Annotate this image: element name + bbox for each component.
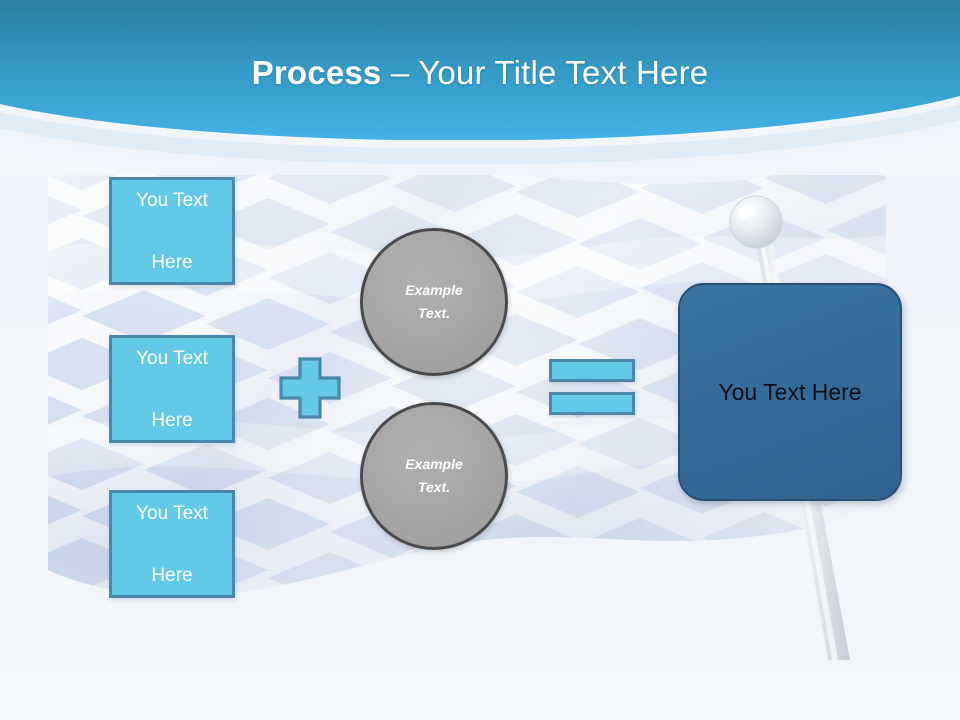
equals-icon bbox=[549, 359, 635, 415]
page-title-strong: Process bbox=[251, 54, 382, 91]
page-title-rest: Your Title Text Here bbox=[418, 54, 709, 91]
page-title-separator: – bbox=[381, 54, 419, 91]
result-box[interactable]: You Text Here bbox=[678, 283, 902, 501]
equals-bar-bottom bbox=[549, 392, 635, 415]
header-gradient bbox=[0, 0, 960, 140]
header-curve-decoration bbox=[0, 96, 960, 175]
result-box-label: You Text Here bbox=[718, 378, 862, 405]
page-title: Process – Your Title Text Here bbox=[0, 52, 960, 94]
equals-bar-top bbox=[549, 359, 635, 382]
slide-header-band bbox=[0, 0, 960, 175]
plus-icon bbox=[279, 357, 341, 419]
